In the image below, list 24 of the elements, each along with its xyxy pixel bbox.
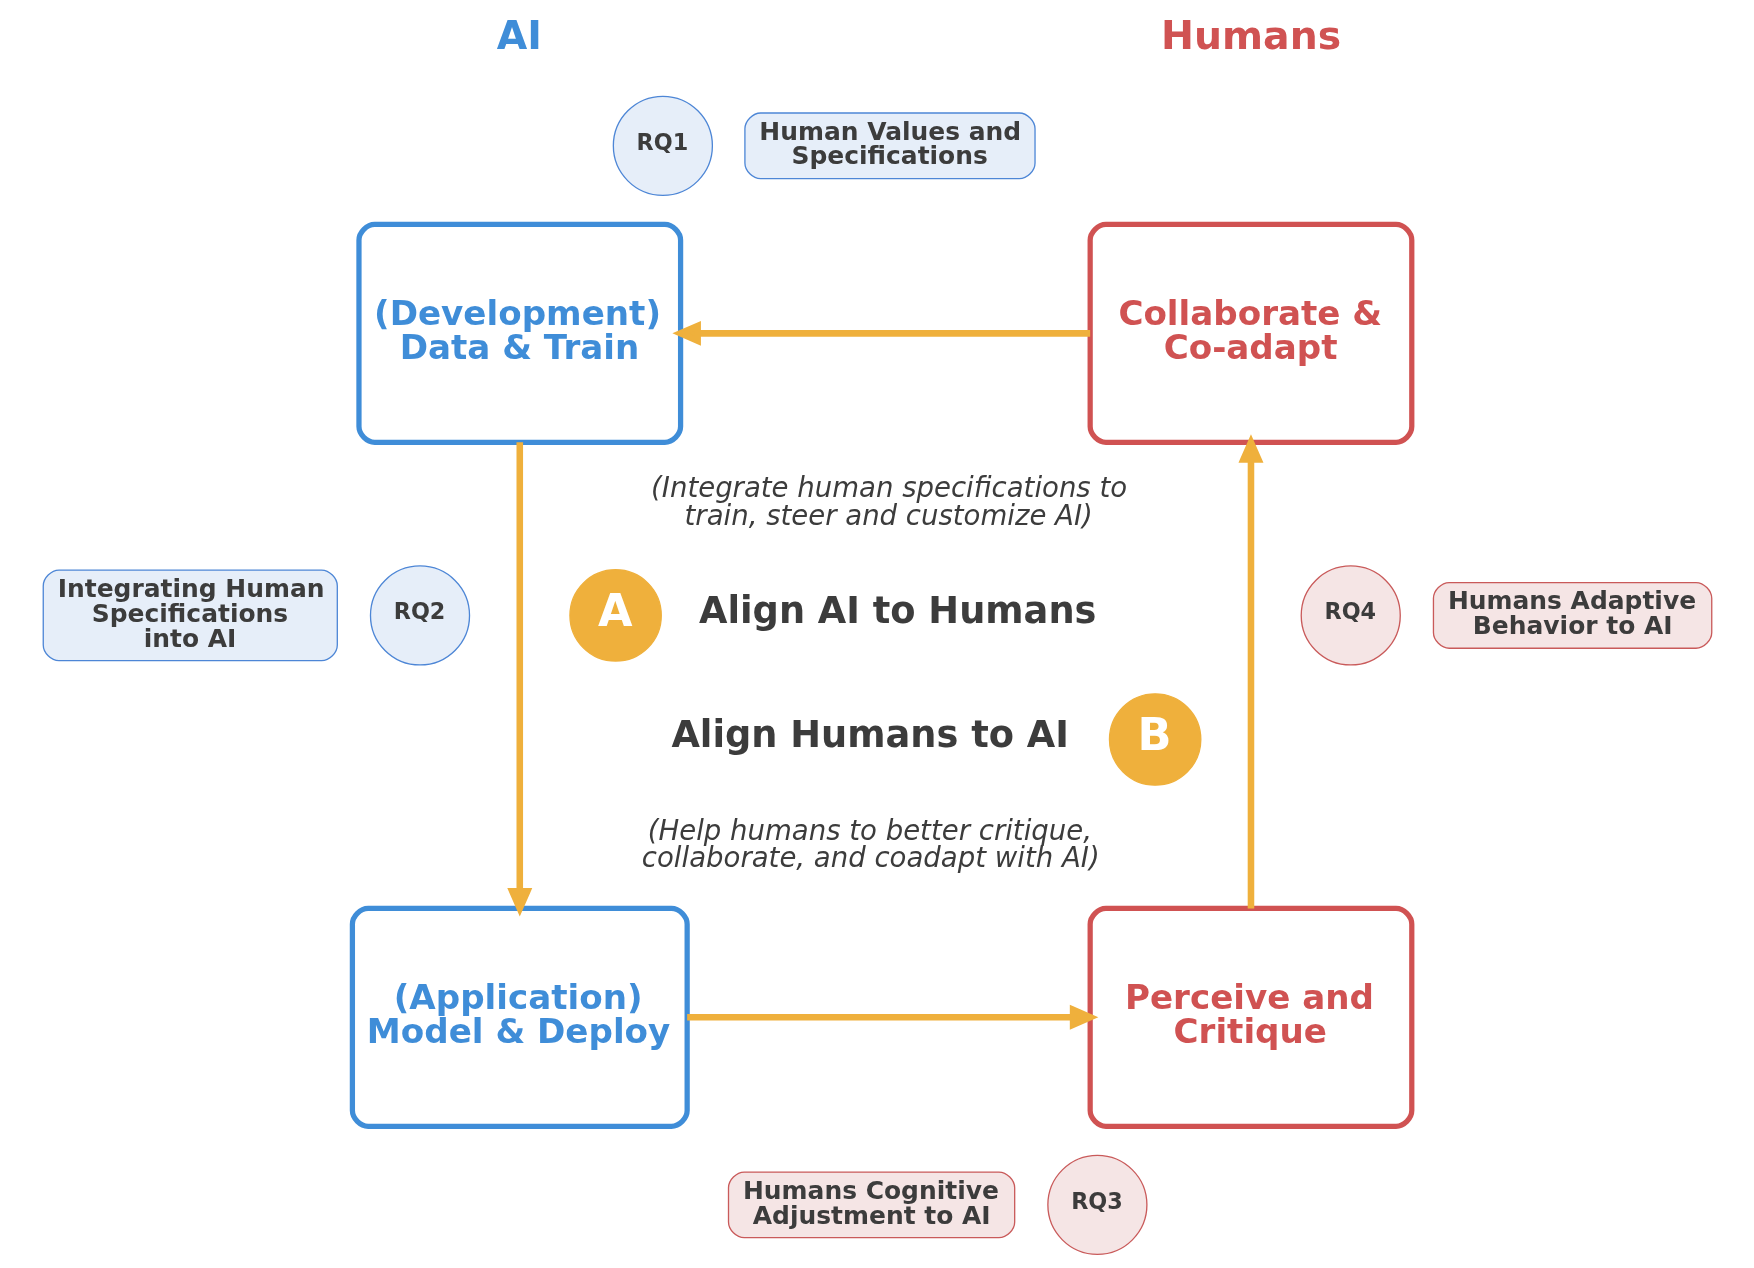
node-circle: RQ1 xyxy=(612,95,713,196)
label: Align AI to Humans xyxy=(698,589,1096,633)
node-circle: A xyxy=(568,569,662,662)
node-box: Human Values and Specifications xyxy=(743,112,1036,180)
node-circle: RQ4 xyxy=(1300,565,1401,666)
node-box: Collaborate & Co-adapt xyxy=(1087,221,1414,445)
label: (Help humans to better critique, collaborate, and coadapt with AI) xyxy=(641,813,1100,874)
node-circle: RQ3 xyxy=(1046,1154,1148,1256)
node-box: Humans Adaptive Behavior to AI xyxy=(1432,581,1712,649)
node-box: Integrating Human Specifications into AI xyxy=(42,569,338,662)
arrow xyxy=(671,320,1090,346)
label: (Integrate human specifications to train, steer and customize AI) xyxy=(650,471,1127,531)
node-box: (Application) Model & Deploy xyxy=(349,905,690,1129)
arrow xyxy=(686,1004,1098,1030)
label: AI xyxy=(496,11,542,58)
arrow xyxy=(506,442,532,917)
node-circle: RQ2 xyxy=(369,565,470,666)
label: Align Humans to AI xyxy=(670,713,1069,757)
node-box: Humans Cognitive Adjustment to AI xyxy=(727,1171,1015,1239)
label: Humans xyxy=(1160,11,1341,58)
node-box: Perceive and Critique xyxy=(1087,905,1414,1129)
arrow xyxy=(1238,434,1263,909)
node-box: (Development) Data & Train xyxy=(355,221,683,445)
node-circle: B xyxy=(1108,693,1201,786)
